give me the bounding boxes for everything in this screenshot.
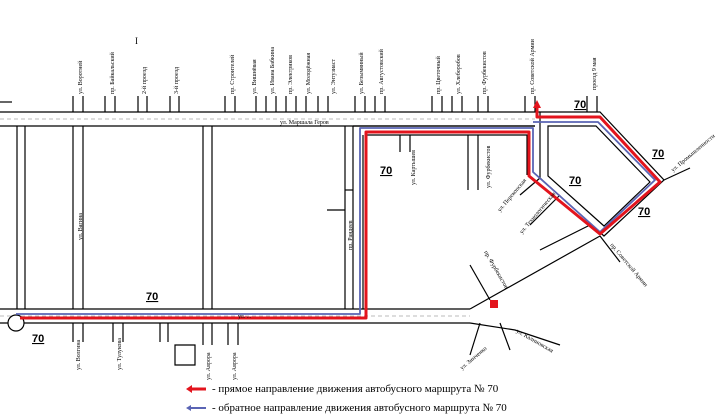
street-label: пр. Строителей — [229, 54, 236, 94]
street-label: ул. Волгина — [76, 339, 82, 370]
top-main-road — [0, 111, 540, 127]
route-terminal-marker — [490, 300, 498, 308]
street-label: пр. Советской Армии — [529, 38, 536, 94]
route-label: 70 — [638, 206, 650, 218]
legend-forward-text: - прямое направление движения автобусног… — [212, 383, 499, 395]
street-label: ул. Тулукова — [117, 338, 123, 370]
street-label: ул. Картышев — [411, 150, 417, 185]
street-label: ул. Вишнёвая — [252, 59, 258, 94]
top-road-label: ул. Маршала Геров — [280, 120, 329, 126]
street-label: ул. Молодёжная — [306, 53, 312, 94]
street-label: пр. Цветочный — [435, 55, 442, 94]
street-label: ул. Технологическая — [519, 191, 557, 235]
street-label: ул. Перекопская — [497, 178, 528, 214]
street-label: пр. Советской Армии — [608, 242, 649, 289]
street-label: пр. Рандеев — [348, 220, 354, 250]
forward-route-line — [20, 106, 662, 320]
bottom-road-label: ул. ... — [238, 314, 252, 320]
street-label: 2-й проезд — [141, 67, 148, 94]
street-label: пр. Августовский — [378, 48, 385, 94]
street-label: ул. Безымянный — [358, 52, 365, 94]
street-label: ул. Фурбекистов — [485, 146, 492, 188]
street-label: ул. Промышленности — [670, 133, 717, 174]
street-label: пр. Электриков — [288, 55, 294, 94]
street-label: пр. Байкальский — [109, 51, 116, 94]
bottom-main-road — [0, 235, 601, 346]
east-block — [519, 111, 691, 263]
route-label: 70 — [574, 99, 586, 111]
backward-route-line — [16, 121, 656, 315]
street-label: ул. Ивана Бабкина — [269, 47, 276, 94]
route-label: 70 — [32, 333, 44, 345]
street-label: проезд 9 мая — [592, 57, 598, 90]
legend-backward-text: - обратное направление движения автобусн… — [212, 402, 507, 414]
street-label: ул. Энтузиаст — [331, 59, 337, 94]
north-street-stubs — [0, 96, 598, 112]
route-label: 70 — [652, 148, 664, 160]
legend-forward: - прямое направление движения автобусног… — [186, 383, 498, 395]
street-label: 3-й проезд — [173, 67, 180, 94]
street-label: ул. Хлеборобов — [455, 54, 462, 94]
route-label: 70 — [146, 291, 158, 303]
south-street-stubs — [72, 264, 511, 366]
street-label: ул. Зинченко — [459, 346, 488, 372]
backward-arrow-icon — [186, 405, 206, 411]
route-label: 70 — [569, 175, 581, 187]
vertical-roads — [16, 125, 535, 309]
street-label: ул. Аврора — [206, 352, 212, 380]
street-label: ул. Аврора — [232, 352, 238, 380]
street-label: пр. Фурбекистов — [482, 250, 510, 291]
route-start-arrow-icon — [533, 100, 541, 108]
street-label: ул. Воротней — [77, 60, 84, 94]
street-label: пр. Фурбекистов — [481, 51, 488, 94]
header-mark: I — [135, 36, 138, 46]
forward-arrow-icon — [186, 385, 206, 393]
legend-backward: - обратное направление движения автобусн… — [186, 402, 507, 414]
north-street-labels: ул. Воротней пр. Байкальский 2-й проезд … — [77, 38, 598, 94]
route-label: 70 — [380, 165, 392, 177]
route-number-labels: 70 70 70 70 70 70 70 — [32, 99, 664, 345]
street-label: ул. Вагина — [78, 213, 84, 240]
south-street-labels: ул. Волгина ул. Тулукова ул. Аврора ул. … — [76, 338, 238, 380]
lower-street-labels: пр. Фурбекистов ул. Калиновская ул. Зинч… — [459, 250, 554, 372]
